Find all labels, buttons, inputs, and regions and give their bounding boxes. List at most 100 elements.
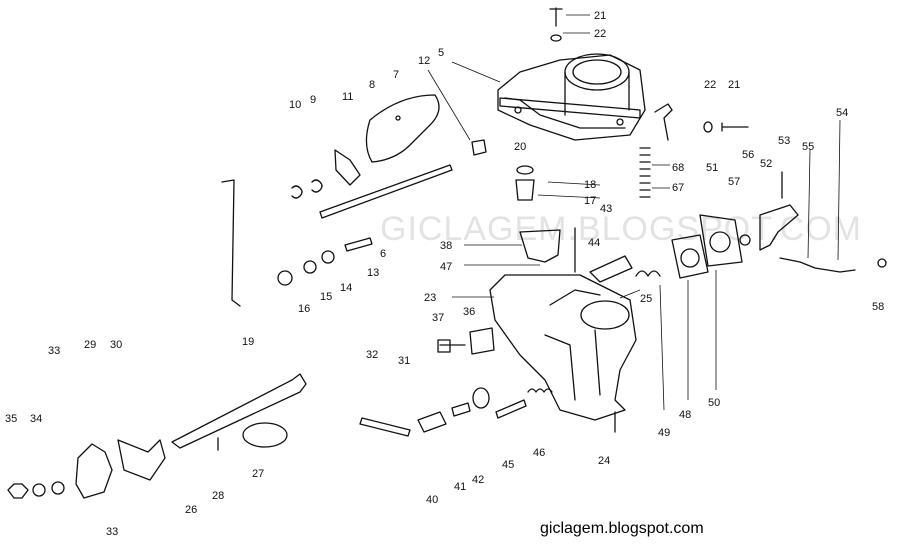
footer-url: giclagem.blogspot.com [540, 520, 704, 537]
part-22-washer-right [703, 121, 713, 133]
label-14: 14 [340, 282, 352, 294]
part-15-washer [303, 260, 317, 274]
label-29: 29 [84, 339, 96, 351]
part-26-throttle-shaft [171, 373, 307, 449]
label-12: 12 [418, 55, 430, 67]
label-35: 35 [5, 413, 17, 425]
part-38-float [519, 229, 561, 263]
part-10-spring [291, 185, 303, 199]
label-11: 11 [342, 91, 353, 103]
label-52: 52 [760, 158, 772, 170]
label-26: 26 [185, 504, 197, 516]
label-19: 19 [242, 336, 254, 348]
part-21-screw-right [721, 122, 749, 132]
part-8-screw [395, 115, 401, 121]
label-53: 53 [778, 135, 790, 147]
part-5-carburetor-top [497, 53, 646, 141]
label-38: 38 [440, 240, 452, 252]
label-24: 24 [598, 455, 610, 467]
part-35-nut [7, 483, 29, 499]
part-46-spring [527, 388, 553, 393]
part-17-valve [515, 179, 535, 201]
label-9: 9 [310, 94, 316, 106]
label-31: 31 [398, 355, 410, 367]
label-46: 46 [533, 447, 545, 459]
leader-lines [427, 14, 841, 411]
part-67-spring [639, 147, 651, 198]
part-58-clip [877, 258, 887, 268]
label-37: 37 [432, 312, 444, 324]
part-68-bracket [654, 103, 673, 141]
label-41: 41 [454, 481, 466, 493]
label-21: 21 [594, 10, 606, 22]
label-22: 22 [594, 28, 606, 40]
part-37-screw [437, 339, 466, 353]
part-30-lever [117, 439, 166, 481]
part-27-throttle-plate [242, 422, 288, 448]
label-34: 34 [30, 413, 42, 425]
label-36: 36 [463, 306, 475, 318]
label-8: 8 [369, 79, 375, 91]
label-68: 68 [672, 162, 684, 174]
label-28: 28 [212, 490, 224, 502]
part-20-gasket [499, 97, 641, 119]
part-52-lever [759, 204, 799, 251]
part-labels: 21 22 5 12 7 8 11 9 10 20 22 21 54 53 55… [5, 10, 884, 538]
part-50-choke-housing [699, 214, 743, 267]
part-42-washer [472, 387, 490, 409]
part-34-washer [32, 483, 46, 497]
label-54: 54 [836, 107, 848, 119]
part-18-ring [516, 165, 534, 175]
part-25-spring [635, 270, 661, 277]
label-48: 48 [679, 409, 691, 421]
part-21-screw-top [549, 7, 563, 27]
label-22: 22 [704, 79, 716, 91]
part-9-spring [311, 179, 323, 193]
label-23: 23 [424, 292, 436, 304]
label-50: 50 [708, 397, 720, 409]
label-33: 33 [48, 345, 60, 357]
part-22-washer-top [550, 34, 562, 42]
label-44: 44 [588, 237, 600, 249]
label-58: 58 [872, 301, 884, 313]
label-10: 10 [289, 99, 301, 111]
label-30: 30 [110, 339, 122, 351]
label-55: 55 [802, 141, 814, 153]
part-13-screw [344, 237, 373, 252]
part-48-diaphragm [671, 234, 709, 279]
part-36-bracket [469, 327, 495, 355]
label-51: 51 [706, 162, 718, 174]
part-43-pump [589, 255, 633, 283]
label-47: 47 [440, 261, 452, 273]
label-33: 33 [106, 526, 118, 538]
label-15: 15 [320, 291, 332, 303]
label-67: 67 [672, 182, 684, 194]
label-20: 20 [514, 141, 526, 153]
part-29-lever [75, 443, 113, 499]
label-32: 32 [366, 349, 378, 361]
part-57-washer [739, 234, 751, 246]
label-25: 25 [640, 293, 652, 305]
label-6: 6 [380, 248, 386, 260]
part-55-cable [779, 257, 856, 273]
label-21: 21 [728, 79, 740, 91]
label-57: 57 [728, 176, 740, 188]
part-12-plug [471, 139, 487, 156]
label-42: 42 [472, 474, 484, 486]
part-11-lever [334, 149, 361, 186]
part-45-screw [495, 399, 527, 419]
part-32-screw [359, 417, 411, 437]
label-27: 27 [252, 468, 264, 480]
label-16: 16 [298, 303, 310, 315]
part-16-nut [277, 270, 293, 286]
part-14-nut [321, 250, 335, 264]
part-33-washer [51, 481, 65, 495]
label-49: 49 [658, 427, 670, 439]
part-7-cover-plate [365, 94, 440, 163]
label-13: 13 [367, 267, 379, 279]
label-56: 56 [742, 149, 754, 161]
label-45: 45 [502, 459, 514, 471]
part-41-jet [451, 402, 471, 417]
